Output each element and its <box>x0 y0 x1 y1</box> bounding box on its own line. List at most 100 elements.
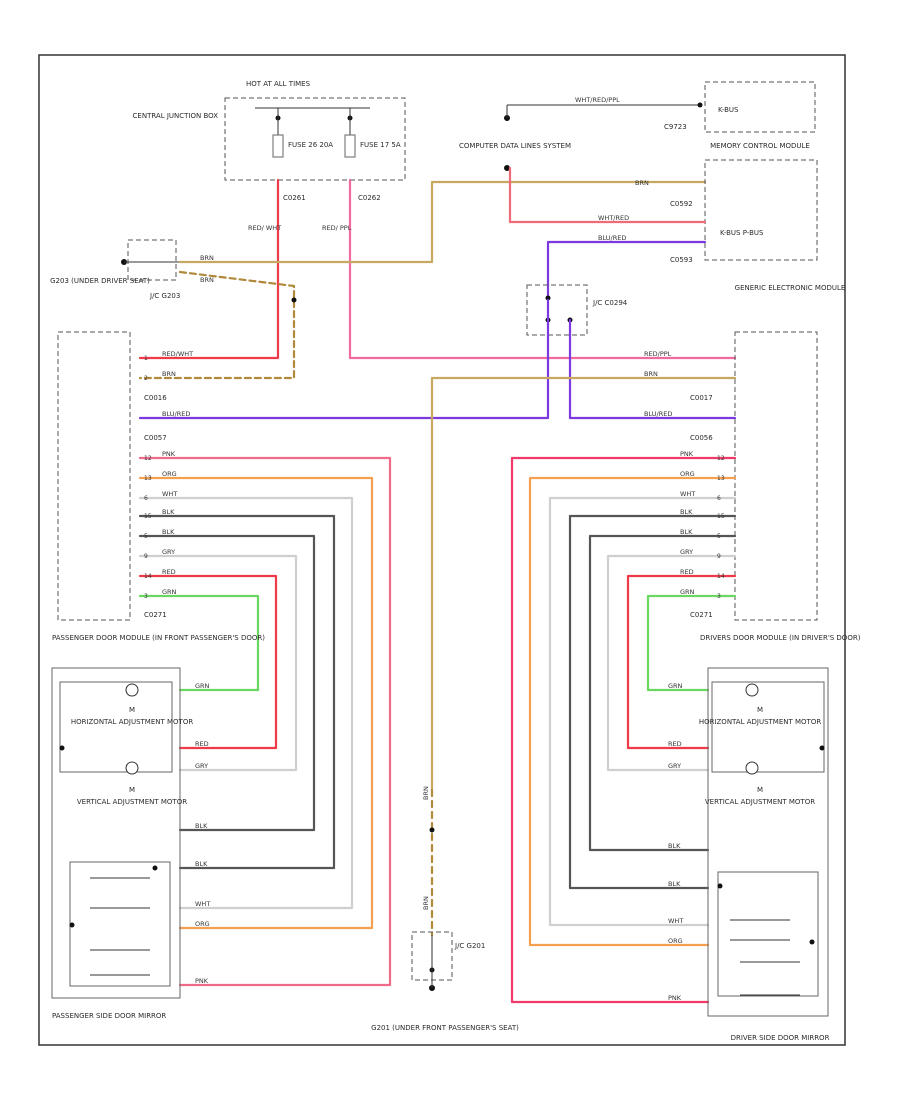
right-bundle-2: WHT <box>680 490 695 498</box>
right-red-ppl-wire-label: RED/PPL <box>644 350 672 358</box>
jc-g201: J/C G201 G201 (UNDER FRONT PASSENGER'S S… <box>371 931 519 1032</box>
wht-red-label: WHT/RED <box>598 214 629 222</box>
left-wire-pnk <box>138 456 392 987</box>
kbus-label: K-BUS <box>718 106 739 114</box>
c0057-label: C0057 <box>144 434 167 442</box>
right-bundle-1: ORG <box>680 470 695 478</box>
left-pin-b0: 12 <box>144 455 152 462</box>
driver-vertical-motor-label: VERTICAL ADJUSTMENT MOTOR <box>705 798 815 806</box>
left-blu-red-label: BLU/RED <box>162 410 190 418</box>
pass-wire-grn: GRN <box>195 682 210 690</box>
c0262-label: C0262 <box>358 194 381 202</box>
left-wire-blk1 <box>138 514 336 870</box>
wire-blu-red-right <box>568 318 737 420</box>
drv-wire-red: RED <box>668 740 682 748</box>
c0261-label: C0261 <box>283 194 306 202</box>
left-bundle-0: PNK <box>162 450 176 458</box>
pass-wire-pnk: PNK <box>195 977 209 985</box>
right-bundle <box>510 456 737 1004</box>
right-wire-pnk <box>510 456 737 1004</box>
pass-wire-gry: GRY <box>195 762 208 770</box>
wire-brn-g203-down <box>138 270 296 380</box>
right-wire-org <box>528 476 737 947</box>
computer-data-lines-label: COMPUTER DATA LINES SYSTEM <box>459 142 571 150</box>
generic-electronic-module: GENERIC ELECTRONIC MODULE C0017 C0056 C0… <box>690 284 845 621</box>
right-pin-b4: 5 <box>717 533 721 540</box>
central-junction-box: HOT AT ALL TIMES CENTRAL JUNCTION BOX FU… <box>133 80 406 202</box>
right-wire-wht <box>548 496 737 927</box>
left-wire-red <box>138 574 278 750</box>
pass-wire-red: RED <box>195 740 209 748</box>
passenger-side-door-mirror: PASSENGER DOOR MODULE (IN FRONT PASSENGE… <box>51 634 265 1020</box>
left-wire-gry <box>138 554 298 772</box>
drv-wire-blk1: BLK <box>668 842 681 850</box>
diagram-border <box>38 54 846 1046</box>
pass-wire-wht: WHT <box>195 900 210 908</box>
right-bundle-7: GRN <box>680 588 695 596</box>
jc-g201-label: J/C G201 <box>454 942 485 950</box>
right-brn-wire-label: BRN <box>644 370 658 378</box>
center-brn-label-1: BRN <box>422 786 430 800</box>
driver-m1-label: M <box>757 706 763 714</box>
passenger-mirror-label: PASSENGER SIDE DOOR MIRROR <box>52 1012 166 1020</box>
c0593-label: C0593 <box>670 256 693 264</box>
drv-wire-gry: GRY <box>668 762 681 770</box>
left-pin-b1: 13 <box>144 475 152 482</box>
right-bundle-0: PNK <box>680 450 694 458</box>
blu-red-top-label: BLU/RED <box>598 234 626 242</box>
left-wire-wht <box>138 496 354 910</box>
right-wire-blk1 <box>568 514 737 890</box>
driver-m2-label: M <box>757 786 763 794</box>
drv-wire-blk2: BLK <box>668 880 681 888</box>
left-pin-b3: 15 <box>144 513 152 520</box>
c0271-left-label: C0271 <box>144 611 167 619</box>
wht-red-ppl-label: WHT/RED/PPL <box>575 96 620 104</box>
right-wire-blk2 <box>588 534 737 852</box>
right-pin-b1: 13 <box>717 475 725 482</box>
driver-side-door-mirror: DRIVERS DOOR MODULE (IN DRIVER'S DOOR) M… <box>699 634 861 1042</box>
drv-wire-pnk: PNK <box>668 994 682 1002</box>
right-pin-b0: 12 <box>717 455 725 462</box>
wire-red-ppl <box>348 178 737 360</box>
kbus-pbus-label: K-BUS P-BUS <box>720 229 764 237</box>
drv-wire-grn: GRN <box>668 682 683 690</box>
jc-g203-label: J/C G203 <box>149 292 180 300</box>
c0017-label: C0017 <box>690 394 713 402</box>
right-pin-b6: 14 <box>717 573 725 580</box>
wire-blu-red-top <box>546 240 707 302</box>
memory-control-module: MEMORY CONTROL MODULE K-BUS P-BUS C0592 … <box>670 142 818 264</box>
right-bundle-3: BLK <box>680 508 693 516</box>
left-bundle-1: ORG <box>162 470 177 478</box>
center-brn-label-2: BRN <box>422 896 430 910</box>
passenger-vertical-motor-label: VERTICAL ADJUSTMENT MOTOR <box>77 798 187 806</box>
right-blu-red-label: BLU/RED <box>644 410 672 418</box>
jc-c0294-label: J/C C0294 <box>592 299 628 307</box>
left-pin-1: 1 <box>144 355 148 362</box>
g203-brn-label-2: BRN <box>200 276 214 284</box>
hot-at-all-times-label: HOT AT ALL TIMES <box>246 80 311 88</box>
left-module-connectors: C0016 C0057 C0271 <box>57 331 167 621</box>
right-bundle-6: RED <box>680 568 694 576</box>
driver-mirror-label: DRIVER SIDE DOOR MIRROR <box>731 1034 830 1042</box>
wire-brn-center <box>430 376 737 792</box>
passenger-horizontal-motor-label: HORIZONTAL ADJUSTMENT MOTOR <box>71 718 194 726</box>
right-pin-b7: 3 <box>717 593 721 600</box>
pass-wire-blk1: BLK <box>195 822 208 830</box>
drv-wire-wht: WHT <box>668 917 683 925</box>
fuse-17-label: FUSE 17 5A <box>360 141 401 149</box>
right-wire-grn <box>646 594 737 692</box>
c9723-label: C9723 <box>664 123 687 131</box>
left-pin-b6: 14 <box>144 573 152 580</box>
left-pin-b4: 5 <box>144 533 148 540</box>
fuse-26-label: FUSE 26 20A <box>288 141 333 149</box>
wire-red-wht <box>138 178 280 360</box>
right-pin-b3: 15 <box>717 513 725 520</box>
right-pin-b5: 9 <box>717 553 721 560</box>
c0271-right-label: C0271 <box>690 611 713 619</box>
left-bundle-3: BLK <box>162 508 175 516</box>
drivers-door-module-label: DRIVERS DOOR MODULE (IN DRIVER'S DOOR) <box>700 634 861 642</box>
right-wire-red <box>626 574 737 750</box>
passenger-m1-label: M <box>129 706 135 714</box>
left-wire-grn <box>138 594 260 692</box>
red-ppl-label: RED/ PPL <box>322 224 352 232</box>
